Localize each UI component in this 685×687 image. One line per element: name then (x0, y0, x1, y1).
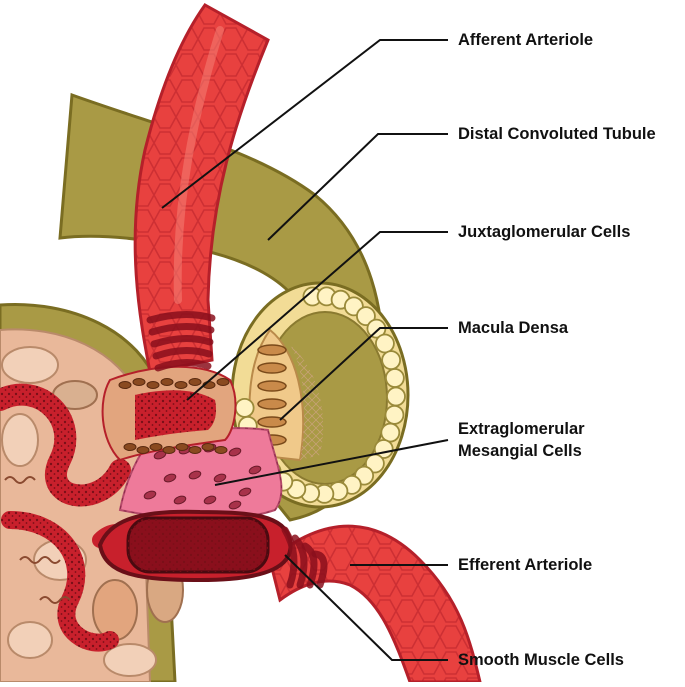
smooth-muscle-band (150, 335, 214, 348)
mesangial-cell (143, 490, 157, 500)
jg-cell (201, 443, 215, 451)
mesangial-cell (203, 495, 217, 505)
tubule-cell (386, 386, 406, 407)
mesangial-cell (228, 447, 242, 457)
label-macula-densa: Macula Densa (458, 319, 569, 337)
smooth-muscle-shape (97, 509, 293, 583)
macula-densa-nucleus (257, 362, 287, 374)
jg-cell (175, 443, 189, 451)
label-smooth-muscle-cells: Smooth Muscle Cells (458, 651, 624, 669)
tubule-cell (384, 404, 405, 425)
label-efferent-arteriole: Efferent Arteriole (458, 556, 593, 574)
tubule-cell (375, 333, 395, 354)
smooth-muscle-band (154, 359, 212, 372)
label-line: Extraglomerular (458, 420, 585, 438)
mesangial-cell (228, 500, 242, 510)
macula-densa-nucleus (257, 380, 287, 392)
leader-juxtaglomerular-cells (186, 231, 448, 401)
mesangial-cell (238, 487, 252, 497)
macula-densa-cells (257, 344, 287, 446)
leader-lines (161, 39, 449, 661)
macula-densa-nucleus (257, 398, 287, 410)
smooth-muscle-band (146, 311, 216, 324)
jg-cell (149, 443, 163, 451)
jg-cell (174, 381, 188, 389)
label-afferent-arteriole: Afferent Arteriole (458, 31, 594, 49)
jg-cell (123, 443, 137, 451)
macula-densa-nucleus (257, 344, 287, 356)
smooth-muscle-band (148, 323, 215, 336)
smooth-muscle-band (152, 347, 213, 360)
mesangial-cell (173, 495, 187, 505)
label-distal-convoluted-tubule: Distal Convoluted Tubule (458, 125, 656, 143)
jg-cell (188, 378, 202, 386)
jg-cell (136, 446, 150, 454)
jg-cell (162, 446, 176, 454)
tubule-cell (234, 397, 255, 418)
mesangial-cell (213, 473, 227, 483)
mesangial-cell (248, 465, 262, 475)
jg-cell (146, 381, 160, 389)
jg-cell (188, 446, 202, 454)
macula-densa-nucleus (257, 416, 287, 428)
tubule-cell (380, 422, 401, 443)
juxtaglomerular-cells-dots (118, 378, 230, 454)
leader-smooth-muscle-cells (284, 554, 448, 661)
jg-cell (132, 378, 146, 386)
juxtaglomerular-cells-shape (101, 365, 237, 462)
mesangial-cell (188, 470, 202, 480)
leader-extraglomerular-mesangial (214, 439, 449, 486)
smooth-muscle-band (291, 534, 308, 589)
jg-cell (118, 381, 132, 389)
afferent-arteriole-shape (133, 3, 270, 374)
tubule-cell (356, 306, 376, 327)
leader-afferent-arteriole (161, 39, 448, 209)
jg-cell (216, 378, 230, 386)
label-line: Mesangial Cells (458, 442, 582, 460)
tubule-cell (381, 350, 402, 371)
tubule-cell (384, 368, 405, 388)
smooth-muscle-band (311, 550, 328, 589)
label-extraglomerular-mesangial-cells: Extraglomerular Mesangial Cells (458, 418, 585, 462)
smooth-muscle-band (281, 526, 298, 589)
leader-distal-convoluted-tubule (267, 133, 448, 241)
macula-densa-shape (230, 281, 410, 509)
jg-cell (214, 446, 228, 454)
smooth-muscle-bands (146, 311, 328, 589)
label-juxtaglomerular-cells: Juxtaglomerular Cells (458, 223, 631, 241)
leader-macula-densa (279, 327, 448, 421)
mesangial-cell (163, 473, 177, 483)
jg-cell (160, 378, 174, 386)
